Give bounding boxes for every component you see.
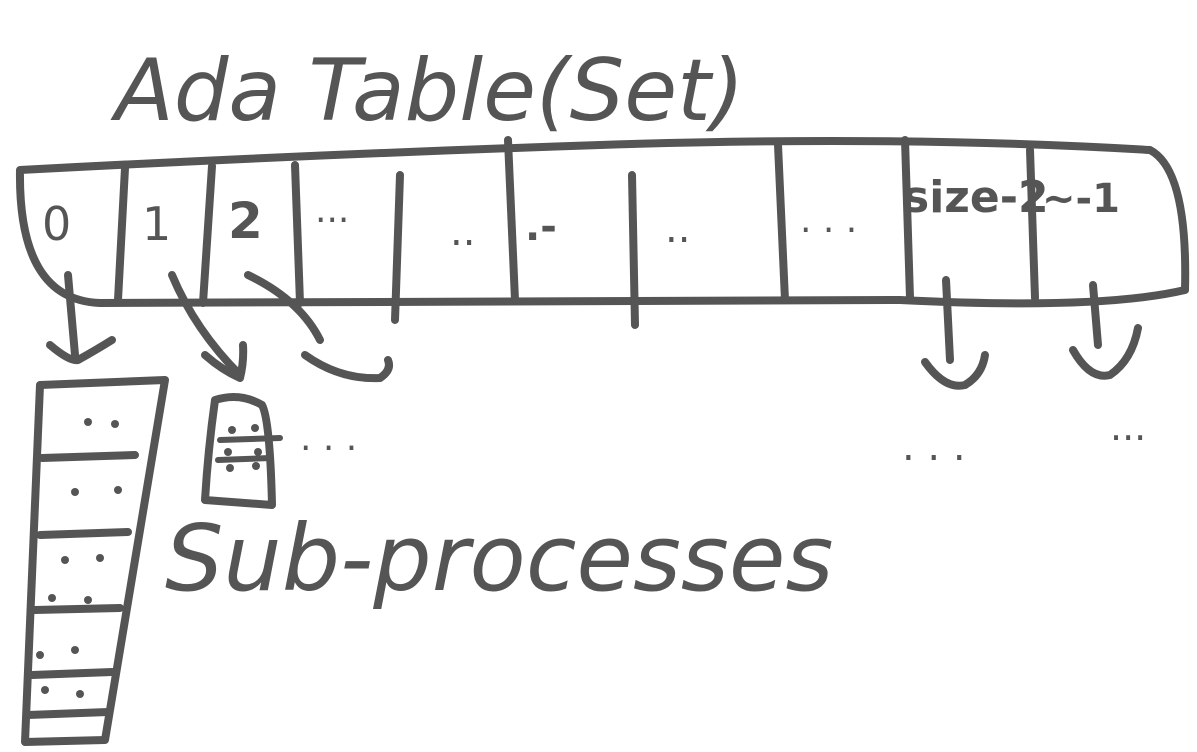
arrow-cell-last: [1069, 281, 1142, 380]
subprocess-list-tall: [21, 376, 169, 746]
cell-label-6: ..: [665, 206, 690, 252]
cell-label-4: ..: [450, 209, 475, 255]
cell-label-5: .-: [525, 204, 557, 250]
table-outline: [15, 137, 1190, 308]
diagram-title: Ada Table(Set): [110, 41, 744, 141]
cell-label-9: ~-1: [1042, 176, 1120, 222]
ellipsis-far-1: . . .: [902, 424, 966, 470]
cell-dividers: [114, 136, 1039, 329]
arrow-cell-1: [168, 271, 248, 382]
cell-label-7: . . .: [800, 200, 857, 241]
cell-label-8: size-2: [903, 172, 1049, 223]
subprocess-list-small: [201, 392, 283, 509]
arrow-cell-2: [244, 271, 393, 383]
cell-label-0: 0: [42, 197, 71, 251]
caption-subprocesses: Sub-processes: [165, 505, 833, 612]
arrow-cell-size-2: [921, 276, 989, 390]
ellipsis-far-2: ...: [1110, 405, 1146, 449]
cell-label-2: 2: [228, 192, 263, 250]
cell-label-1: 1: [142, 197, 171, 251]
ellipsis-near: . . .: [300, 418, 357, 459]
cell-label-3: ...: [315, 190, 349, 231]
arrow-cell-0: [46, 271, 116, 365]
